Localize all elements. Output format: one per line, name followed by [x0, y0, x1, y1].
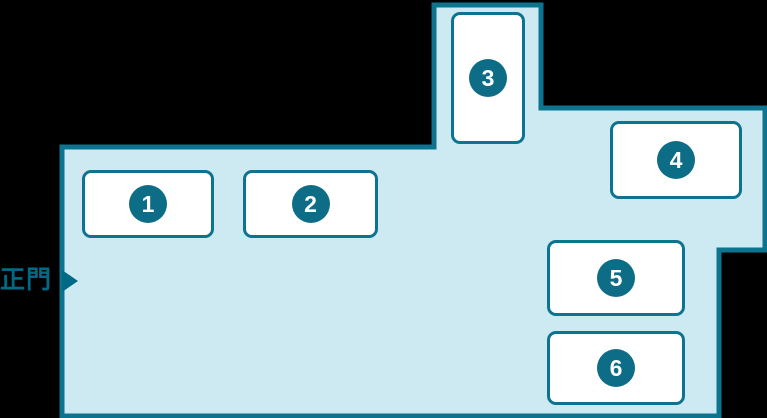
triangle-right-icon [62, 269, 79, 292]
booth-6-number: 6 [597, 349, 635, 387]
booth-5[interactable]: 5 [547, 240, 685, 316]
booth-1-number: 1 [129, 185, 167, 223]
booth-4[interactable]: 4 [610, 121, 742, 199]
booth-3-number: 3 [469, 59, 507, 97]
booth-2-number: 2 [291, 185, 330, 223]
entrance-marker: 正門 [0, 266, 79, 294]
booth-4-number: 4 [657, 141, 695, 179]
booth-6[interactable]: 6 [547, 331, 685, 405]
booth-5-number: 5 [597, 259, 635, 297]
entrance-label: 正門 [0, 266, 53, 294]
booth-2[interactable]: 2 [243, 170, 378, 238]
booth-3[interactable]: 3 [451, 12, 525, 144]
booth-1[interactable]: 1 [82, 170, 214, 238]
